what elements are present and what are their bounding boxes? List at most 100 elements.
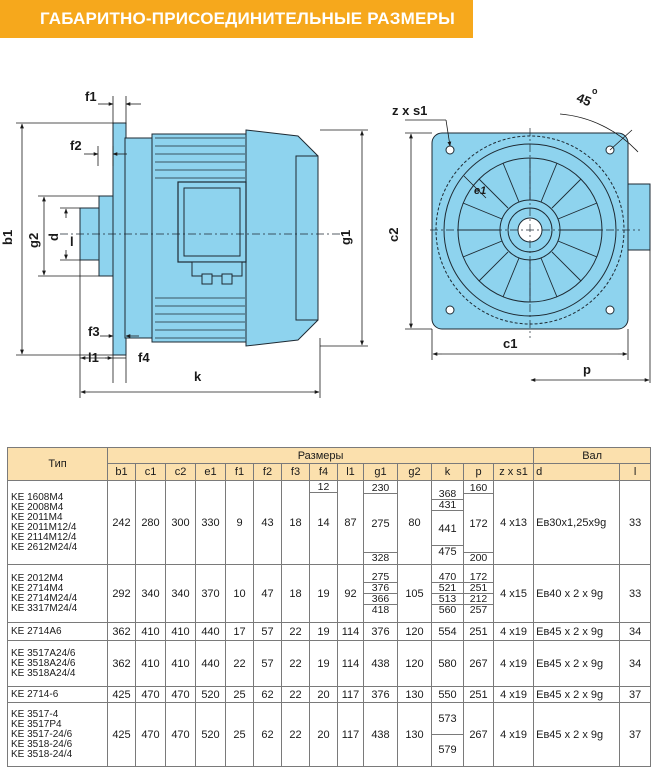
cell-f4: 20 [309,686,338,703]
cell-g1: 438 [363,702,398,767]
cell-e1: 440 [195,640,226,687]
cell-d: Ев45 x 2 x 9g [533,640,621,687]
cell-zxs1: 4 x15 [492,564,535,623]
cell-p: 172 251 212 257 [463,564,494,623]
label-d: d [46,233,61,241]
cell-l: 34 [619,622,652,641]
cell-l1: 87 [337,480,364,565]
cell-c2: 410 [165,622,196,641]
cell-c2: 340 [165,564,196,623]
cell-f4: 19 [309,640,338,687]
col-k: k [431,463,464,481]
label-k: k [194,369,202,384]
col-b1: b1 [107,463,136,481]
side-dimensions [16,96,368,398]
cell-b1: 425 [107,686,136,703]
col-g1: g1 [363,463,398,481]
cell-p: 251 [463,686,494,703]
cell-k: 368 431 441 475 [431,480,464,565]
cell-f1: 25 [225,686,254,703]
cell-p: 160 172 200 [463,480,494,565]
col-c2: c2 [165,463,196,481]
label-g2: g2 [26,233,41,248]
motor-front-view [430,128,651,338]
cell-l1: 117 [337,686,364,703]
cell-f2: 57 [253,640,282,687]
col-zxs1: z x s1 [492,463,535,481]
cell-g1: 230 275 328 [363,480,398,565]
cell-c2: 300 [165,480,196,565]
cell-c1: 340 [135,564,166,623]
col-f4: f4 [309,463,338,481]
cell-c1: 280 [135,480,166,565]
cell-f2: 62 [253,702,282,767]
cell-f1: 25 [225,702,254,767]
cell-c2: 470 [165,686,196,703]
header-shaft: Вал [533,447,652,464]
col-f2: f2 [253,463,282,481]
cell-e1: 520 [195,702,226,767]
header-sizes: Размеры [106,447,535,464]
cell-g2: 120 [397,640,432,687]
col-e1: e1 [195,463,226,481]
cell-l: 33 [619,564,652,623]
cell-zxs1: 4 x19 [492,702,535,767]
cell-f4: 19 [309,564,338,623]
label-angle: 45 [574,90,593,109]
cell-c1: 470 [135,702,166,767]
cell-e1: 370 [195,564,226,623]
cell-g2: 130 [397,686,432,703]
label-f1: f1 [85,89,97,104]
cell-c1: 410 [135,640,166,687]
cell-b1: 292 [107,564,136,623]
cell-k: 580 [431,640,464,687]
dimension-labels: f1 f2 b1 g2 d l g1 f3 l1 f4 k z x s1 45 … [0,86,598,384]
dimension-drawing: f1 f2 b1 g2 d l g1 f3 l1 f4 k z x s1 45 … [0,86,651,398]
cell-g1: 275 376 366 418 [363,564,398,623]
cell-d: Ев40 x 2 x 9g [533,564,621,623]
col-f3: f3 [281,463,310,481]
cell-l: 34 [619,640,652,687]
cell-g1: 438 [363,640,398,687]
cell-p: 267 [463,702,494,767]
cell-f2: 57 [253,622,282,641]
cell-e1: 440 [195,622,226,641]
cell-c1: 410 [135,622,166,641]
cell-f4: 19 [309,622,338,641]
cell-l1: 114 [337,622,364,641]
label-p: p [583,362,591,377]
label-f3: f3 [88,324,100,339]
cell-l1: 117 [337,702,364,767]
cell-d: Ев45 x 2 x 9g [533,702,621,767]
cell-l1: 114 [337,640,364,687]
header-type: Тип [7,447,108,481]
label-l1: l1 [88,350,99,365]
cell-g1: 376 [363,686,398,703]
col-l1: l1 [337,463,364,481]
cell-p: 267 [463,640,494,687]
table-header-row: Тип Размеры Вал [7,447,652,481]
cell-f1: 9 [225,480,254,565]
cell-f1: 17 [225,622,254,641]
cell-p: 251 [463,622,494,641]
col-p: p [463,463,494,481]
label-f2: f2 [70,138,82,153]
cell-d: Ев45 x 2 x 9g [533,686,621,703]
cell-b1: 362 [107,640,136,687]
label-c2: c2 [386,228,401,242]
cell-zxs1: 4 x19 [492,622,535,641]
cell-f1: 22 [225,640,254,687]
col-c1: c1 [135,463,166,481]
cell-l: 37 [619,686,652,703]
col-g2: g2 [397,463,432,481]
cell-f1: 10 [225,564,254,623]
cell-d: Ев30х1,25х9g [533,480,621,565]
col-d: d [533,463,621,481]
